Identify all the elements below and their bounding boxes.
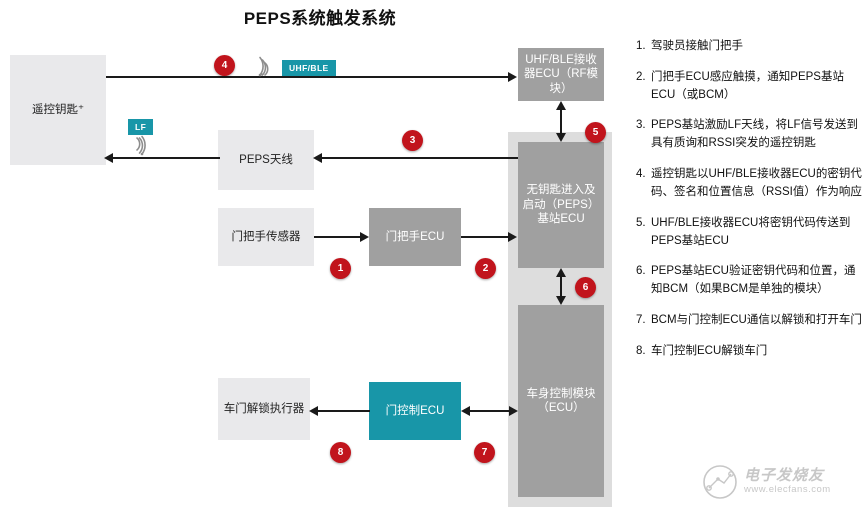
list-item: 2. 门把手ECU感应触摸，通知PEPS基站ECU（或BCM） xyxy=(636,69,864,105)
node-remote-key-label: 遥控钥匙⁺ xyxy=(31,103,85,116)
edge-door-ecu-to-actuator-arrowhead xyxy=(309,406,318,416)
step-badge-5: 5 xyxy=(585,122,606,143)
list-item: 3. PEPS基站激励LF天线，将LF信号发送到具有质询和RSSI突发的遥控钥匙 xyxy=(636,117,864,153)
step-badge-7: 7 xyxy=(474,442,495,463)
node-door-unlock-actuator[interactable]: 车门解锁执行器 xyxy=(218,378,310,440)
list-item-text: 门把手ECU感应触摸，通知PEPS基站ECU（或BCM） xyxy=(651,70,844,101)
edge-sensor-to-handle-ecu xyxy=(314,236,362,238)
watermark-url: www.elecfans.com xyxy=(744,484,831,495)
edge-peps-to-antenna-arrowhead xyxy=(313,153,322,163)
node-peps-antenna-label: PEPS天线 xyxy=(239,153,293,166)
list-item-text: 车门控制ECU解锁车门 xyxy=(651,344,768,357)
step-badge-3: 3 xyxy=(402,130,423,151)
list-item-number: 1. xyxy=(636,40,646,52)
edge-peps-to-antenna xyxy=(318,157,518,159)
tag-lf: LF xyxy=(128,119,154,135)
list-item-number: 6. xyxy=(636,265,646,278)
list-item: 5. UHF/BLE接收器ECU将密钥代码传送到PEPS基站ECU xyxy=(636,215,864,251)
edge-antenna-to-key xyxy=(108,157,220,159)
list-item-number: 2. xyxy=(636,70,646,83)
edge-handle-ecu-to-peps xyxy=(461,236,512,238)
node-door-unlock-actuator-label: 车门解锁执行器 xyxy=(223,402,305,415)
list-item-text: BCM与门控制ECU通信以解锁和打开车门 xyxy=(651,313,862,326)
node-body-control-module[interactable]: 车身控制模块（ECU） xyxy=(518,305,604,497)
step-badge-6: 6 xyxy=(575,277,596,298)
node-uhf-ble-receiver-ecu-label: UHF/BLE接收器ECU（RF模块） xyxy=(523,53,599,95)
list-item: 4. 遥控钥匙以UHF/BLE接收器ECU的密钥代码、签名和位置信息（RSSI值… xyxy=(636,166,864,202)
edge-bcm-door-ecu-arrowhead-left xyxy=(461,406,470,416)
node-uhf-ble-receiver-ecu[interactable]: UHF/BLE接收器ECU（RF模块） xyxy=(518,48,604,101)
list-item-text: 驾驶员接触门把手 xyxy=(651,40,743,52)
node-door-handle-sensor-label: 门把手传感器 xyxy=(231,230,301,243)
list-item-number: 4. xyxy=(636,168,646,181)
edge-peps-bcm xyxy=(560,273,562,300)
edge-uhf-peps xyxy=(560,106,562,137)
list-item: 6. PEPS基站ECU验证密钥代码和位置，通知BCM（如果BCM是单独的模块） xyxy=(636,263,864,299)
watermark: 电子发烧友 www.elecfans.com xyxy=(700,462,860,508)
step-badge-1: 1 xyxy=(330,258,351,279)
step-badge-4: 4 xyxy=(214,55,235,76)
list-item-number: 7. xyxy=(636,313,646,326)
page-title: PEPS系统触发系统 xyxy=(243,9,397,28)
tag-uhf-ble: UHF/BLE xyxy=(282,60,336,76)
node-door-handle-sensor[interactable]: 门把手传感器 xyxy=(218,208,314,266)
list-item: 1. 驾驶员接触门把手 xyxy=(636,38,864,56)
list-item-text: UHF/BLE接收器ECU将密钥代码传送到PEPS基站ECU xyxy=(651,216,851,247)
list-item-text: 遥控钥匙以UHF/BLE接收器ECU的密钥代码、签名和位置信息（RSSI值）作为… xyxy=(651,168,862,198)
node-door-control-ecu-label: 门控制ECU xyxy=(385,404,445,417)
edge-bcm-door-ecu xyxy=(466,410,514,412)
edge-sensor-to-handle-ecu-arrowhead xyxy=(360,232,369,242)
step-badge-2: 2 xyxy=(475,258,496,279)
edge-key-to-uhf-arrowhead xyxy=(508,72,517,82)
node-peps-base-station-ecu[interactable]: 无钥匙进入及启动（PEPS）基站ECU xyxy=(518,142,604,268)
list-item-number: 5. xyxy=(636,216,646,229)
list-item: 7. BCM与门控制ECU通信以解锁和打开车门 xyxy=(636,312,864,330)
edge-door-ecu-to-actuator xyxy=(314,410,370,412)
edge-key-to-uhf xyxy=(106,76,512,78)
edge-uhf-peps-arrowhead-up xyxy=(556,101,566,110)
list-item-number: 8. xyxy=(636,344,646,357)
node-body-control-module-label: 车身控制模块（ECU） xyxy=(526,387,596,414)
edge-bcm-door-ecu-arrowhead-right xyxy=(509,406,518,416)
node-peps-base-station-ecu-label: 无钥匙进入及启动（PEPS）基站ECU xyxy=(522,184,600,226)
watermark-logo-icon xyxy=(703,465,737,499)
node-remote-key[interactable]: 遥控钥匙⁺ xyxy=(10,55,106,165)
node-door-control-ecu[interactable]: 门控制ECU xyxy=(369,382,461,440)
edge-peps-bcm-arrowhead-down xyxy=(556,296,566,305)
list-item-text: PEPS基站激励LF天线，将LF信号发送到具有质询和RSSI突发的遥控钥匙 xyxy=(651,119,859,150)
node-door-handle-ecu[interactable]: 门把手ECU xyxy=(369,208,461,266)
steps-list: 1. 驾驶员接触门把手 2. 门把手ECU感应触摸，通知PEPS基站ECU（或B… xyxy=(636,38,864,374)
uhf-signal-waves-icon xyxy=(256,55,280,84)
edge-peps-bcm-arrowhead-up xyxy=(556,268,566,277)
watermark-brand: 电子发烧友 xyxy=(744,467,825,484)
node-door-handle-ecu-label: 门把手ECU xyxy=(385,230,445,243)
list-item-number: 3. xyxy=(636,119,646,132)
lf-signal-waves-icon xyxy=(122,134,146,163)
edge-uhf-peps-arrowhead-down xyxy=(556,133,566,142)
list-item-text: PEPS基站ECU验证密钥代码和位置，通知BCM（如果BCM是单独的模块） xyxy=(651,265,856,296)
edge-handle-ecu-to-peps-arrowhead xyxy=(508,232,517,242)
node-peps-antenna[interactable]: PEPS天线 xyxy=(218,130,314,190)
edge-antenna-to-key-arrowhead xyxy=(104,153,113,163)
list-item: 8. 车门控制ECU解锁车门 xyxy=(636,343,864,361)
step-badge-8: 8 xyxy=(330,442,351,463)
